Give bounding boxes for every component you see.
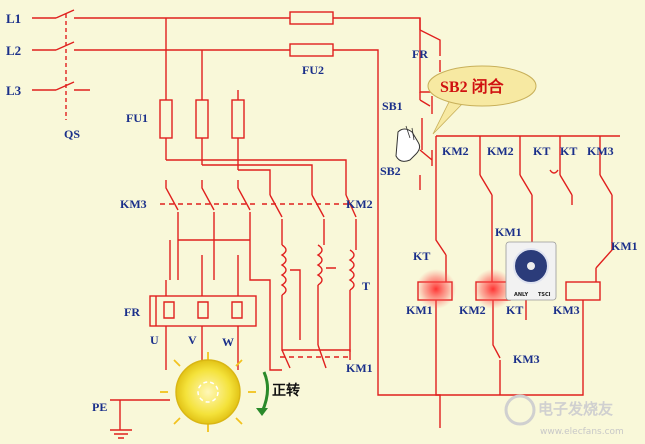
label-t: T <box>362 279 370 293</box>
label-fr-top: FR <box>412 47 428 61</box>
label-v: V <box>188 333 197 347</box>
callout-text: SB2 闭合 <box>440 77 505 96</box>
timer-model: TSCI <box>538 292 551 298</box>
label-coil-kt: KT <box>506 303 523 317</box>
label-ctrl-km1-right: KM1 <box>611 239 638 253</box>
label-ctrl-km2-a: KM2 <box>442 144 469 158</box>
rotation-arrowhead <box>256 408 268 416</box>
label-sb1: SB1 <box>382 99 403 113</box>
label-ctrl-kt-b: KT <box>560 144 577 158</box>
label-qs: QS <box>64 127 80 141</box>
watermark-text: 电子发烧友 <box>538 400 613 418</box>
label-km2-power: KM2 <box>346 197 373 211</box>
label-km3-power: KM3 <box>120 197 147 211</box>
watermark: 电子发烧友 www.elecfans.com <box>504 394 624 437</box>
label-ctrl-km1-mid: KM1 <box>495 225 522 239</box>
label-coil-km1: KM1 <box>406 303 433 317</box>
coil-km1-glow <box>416 269 456 309</box>
watermark-url: www.elecfans.com <box>540 427 624 437</box>
label-sb2: SB2 <box>380 164 401 178</box>
power-wiring <box>32 9 441 439</box>
label-l1: L1 <box>6 11 21 26</box>
label-coil-km2: KM2 <box>459 303 486 317</box>
rotation-arrow <box>260 371 269 413</box>
motor: 正转 <box>160 352 300 432</box>
component-labels: L1 L2 L3 QS FU1 FU2 FR SB1 SB2 KM3 KM2 T… <box>6 11 638 414</box>
coil-km2-glow <box>473 269 513 309</box>
label-l2: L2 <box>6 43 21 58</box>
label-w: W <box>222 335 234 349</box>
energized-coil-glows <box>416 269 513 309</box>
label-fu2: FU2 <box>302 63 324 77</box>
timer-relay: ANLY TSCI <box>505 241 557 301</box>
label-km1-power: KM1 <box>346 361 373 375</box>
motor-direction-label: 正转 <box>272 382 300 399</box>
label-u: U <box>150 333 159 347</box>
label-ctrl-kt-nc: KT <box>413 249 430 263</box>
label-pe: PE <box>92 400 107 414</box>
label-fu1: FU1 <box>126 111 148 125</box>
label-fr-left: FR <box>124 305 140 319</box>
label-ctrl-km2-b: KM2 <box>487 144 514 158</box>
sb2-callout: SB2 闭合 <box>427 65 537 135</box>
hand-icon <box>395 125 421 162</box>
label-ctrl-km3-bottom: KM3 <box>513 352 540 366</box>
timer-brand: ANLY <box>514 292 528 298</box>
label-coil-km3: KM3 <box>553 303 580 317</box>
label-l3: L3 <box>6 83 22 98</box>
label-ctrl-kt-a: KT <box>533 144 550 158</box>
label-ctrl-km3-top: KM3 <box>587 144 614 158</box>
motor-rays <box>160 352 256 432</box>
